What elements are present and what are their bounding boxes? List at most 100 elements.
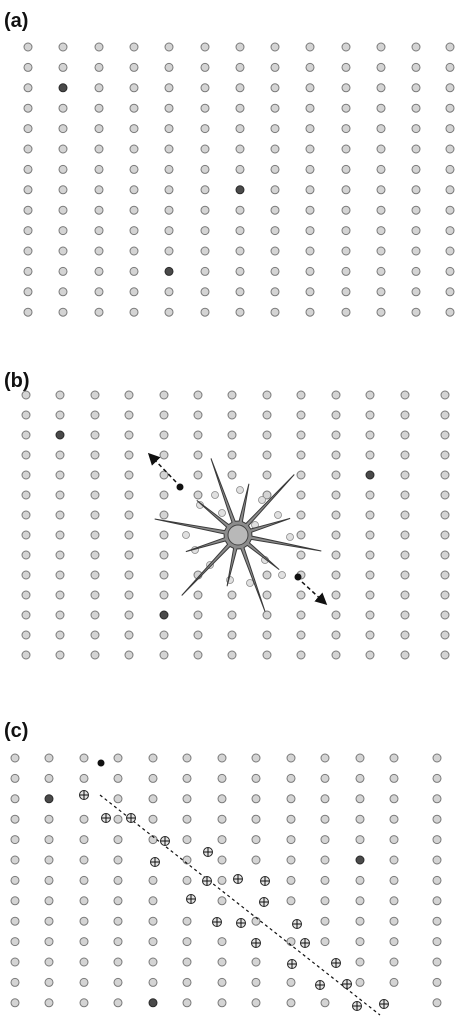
lattice-atom xyxy=(10,937,20,947)
lattice-atom xyxy=(296,590,306,600)
lattice-atom xyxy=(182,835,192,845)
lattice-atom xyxy=(55,630,65,640)
lattice-atom xyxy=(58,266,68,276)
lattice-atom xyxy=(320,794,330,804)
lattice-atom xyxy=(331,430,341,440)
lattice-atom xyxy=(159,410,169,420)
lattice-atom xyxy=(400,410,410,420)
lattice-atom xyxy=(58,246,68,256)
lattice-atom xyxy=(331,510,341,520)
lattice-atom xyxy=(217,773,227,783)
lattice-atom xyxy=(235,83,245,93)
lattice-atom xyxy=(389,773,399,783)
lattice-atom xyxy=(193,610,203,620)
lattice-atom xyxy=(159,630,169,640)
lattice-atom xyxy=(296,610,306,620)
lattice-atom xyxy=(23,185,33,195)
lattice-atom xyxy=(262,650,272,660)
lattice-atom xyxy=(432,916,442,926)
lattice-atom xyxy=(389,896,399,906)
lattice-atom xyxy=(55,470,65,480)
impurity-atom xyxy=(235,185,245,195)
impurity-atom xyxy=(44,794,54,804)
lattice-atom xyxy=(200,246,210,256)
lattice-atom xyxy=(270,226,280,236)
lattice-atom xyxy=(217,937,227,947)
lattice-atom xyxy=(58,205,68,215)
lattice-atom xyxy=(94,287,104,297)
lattice-atom xyxy=(44,835,54,845)
lattice-atom xyxy=(270,185,280,195)
lattice-atom xyxy=(432,794,442,804)
lattice-atom xyxy=(262,610,272,620)
lattice-atom xyxy=(235,124,245,134)
lattice-atom xyxy=(94,266,104,276)
lattice-atom xyxy=(296,530,306,540)
lattice-atom xyxy=(79,835,89,845)
lattice-atom xyxy=(440,630,450,640)
lattice-atom xyxy=(262,590,272,600)
lattice-atom xyxy=(270,287,280,297)
lattice-atom xyxy=(235,62,245,72)
lattice-atom xyxy=(90,390,100,400)
lattice-atom xyxy=(400,650,410,660)
lattice-atom xyxy=(21,490,31,500)
lattice-atom xyxy=(79,773,89,783)
lattice-atom xyxy=(44,937,54,947)
lattice-atom xyxy=(148,977,158,987)
lattice-atom xyxy=(44,916,54,926)
lattice-atom xyxy=(251,753,261,763)
lattice-atom xyxy=(217,977,227,987)
lattice-atom xyxy=(341,164,351,174)
lattice-atom xyxy=(217,875,227,885)
lattice-atom xyxy=(164,226,174,236)
lattice-atom xyxy=(262,410,272,420)
lattice-atom xyxy=(55,410,65,420)
lattice-atom xyxy=(129,307,139,317)
lattice-atom xyxy=(235,246,245,256)
lattice-atom xyxy=(331,570,341,580)
lattice-atom xyxy=(389,957,399,967)
impurity-atom xyxy=(365,470,375,480)
lattice-atom xyxy=(193,590,203,600)
lattice-atom xyxy=(90,510,100,520)
lattice-atom xyxy=(90,530,100,540)
displaced-atom xyxy=(278,571,286,579)
lattice-atom xyxy=(296,450,306,460)
lattice-atom xyxy=(305,103,315,113)
lattice-atom xyxy=(79,855,89,865)
lattice-atom xyxy=(389,753,399,763)
lattice-atom xyxy=(23,246,33,256)
lattice-atom xyxy=(159,390,169,400)
lattice-atom xyxy=(55,570,65,580)
lattice-atom xyxy=(23,42,33,52)
lattice-atom xyxy=(341,226,351,236)
lattice-atom xyxy=(262,430,272,440)
lattice-atom xyxy=(182,753,192,763)
lattice-atom xyxy=(113,875,123,885)
lattice-atom xyxy=(365,410,375,420)
lattice-atom xyxy=(286,753,296,763)
lattice-atom xyxy=(21,550,31,560)
panel-label-b: (b) xyxy=(4,370,30,392)
lattice-atom xyxy=(55,650,65,660)
lattice-atom xyxy=(79,998,89,1008)
lattice-atom xyxy=(182,794,192,804)
lattice-atom xyxy=(305,266,315,276)
lattice-atom xyxy=(217,794,227,804)
lattice-atom xyxy=(58,144,68,154)
lattice-atom xyxy=(320,896,330,906)
lattice-atom xyxy=(94,62,104,72)
lattice-atom xyxy=(148,875,158,885)
lattice-atom xyxy=(296,490,306,500)
lattice-atom xyxy=(148,957,158,967)
lattice-atom xyxy=(270,164,280,174)
lattice-atom xyxy=(200,307,210,317)
lattice-atom xyxy=(365,490,375,500)
lattice-atom xyxy=(124,650,134,660)
lattice-atom xyxy=(90,450,100,460)
lattice-atom xyxy=(227,590,237,600)
panel-label-c: (c) xyxy=(4,720,29,742)
lattice-atom xyxy=(182,998,192,1008)
lattice-atom xyxy=(182,937,192,947)
